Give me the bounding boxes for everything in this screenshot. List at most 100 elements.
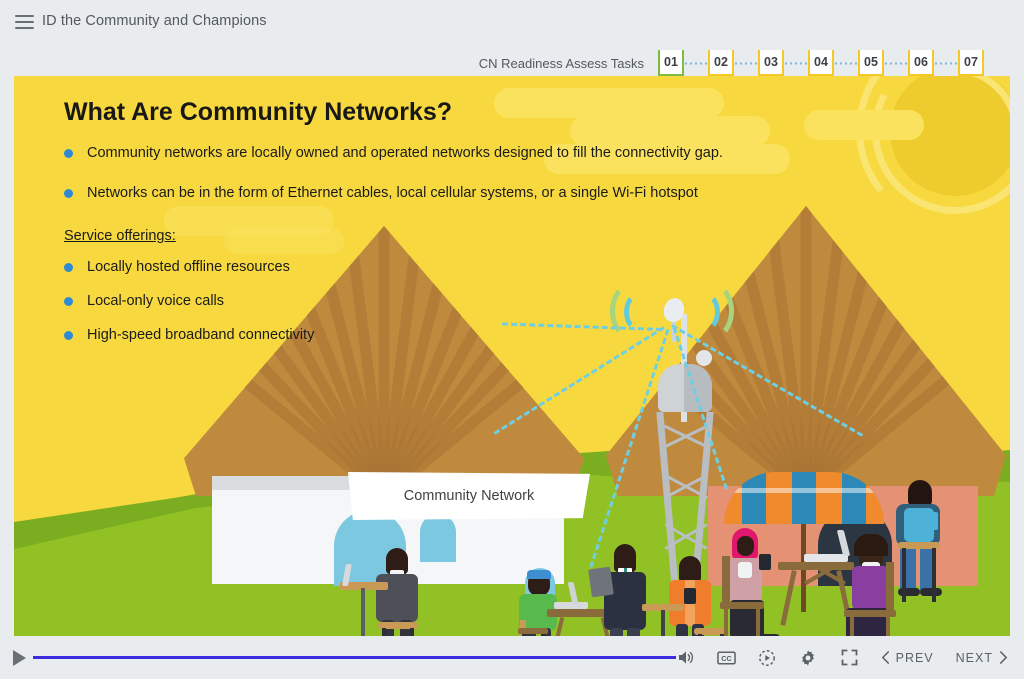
prev-button[interactable]: PREV (881, 651, 934, 665)
tab-05[interactable]: 05 (858, 50, 884, 76)
signal-wave (610, 282, 654, 340)
slide-canvas: Community Network What Are Community Net… (14, 76, 1010, 636)
hamburger-line (15, 21, 34, 23)
next-button[interactable]: NEXT (956, 651, 1008, 665)
table-stand (361, 588, 365, 636)
table-top (547, 609, 621, 617)
tablet-device (588, 566, 614, 598)
cloud-shape (570, 116, 770, 146)
tab-connector (834, 61, 858, 65)
prev-label: PREV (895, 650, 934, 665)
table-top (340, 582, 388, 590)
person-collar (390, 570, 404, 576)
person-hair (854, 534, 888, 556)
top-bar: ID the Community and Champions (0, 0, 1024, 46)
bullet-dot-icon (64, 297, 73, 307)
chair-back (886, 562, 894, 614)
table-stand (661, 610, 665, 636)
umbrella-stripe (792, 472, 816, 524)
page-title: ID the Community and Champions (42, 13, 267, 29)
signal-wave (690, 282, 734, 340)
person-head (386, 548, 408, 574)
tab-06[interactable]: 06 (908, 50, 934, 76)
tower-tank-shadow (684, 364, 712, 412)
fullscreen-icon[interactable] (840, 648, 859, 667)
antenna-icon (654, 295, 690, 342)
laptop-base (804, 554, 848, 562)
chair-leg (724, 609, 728, 636)
chair-seat (518, 628, 548, 634)
bullet-dot-icon (64, 149, 73, 158)
tab-connector (934, 61, 958, 65)
tab-04[interactable]: 04 (808, 50, 834, 76)
tower-beacon (696, 350, 712, 366)
phone-device (684, 588, 696, 604)
tab-07[interactable]: 07 (958, 50, 984, 76)
stool-leg (410, 628, 414, 636)
next-label: NEXT (955, 650, 993, 665)
play-button[interactable] (13, 649, 26, 666)
progress-bar[interactable] (33, 656, 676, 659)
progress-fill (33, 656, 676, 659)
community-network-callout: Community Network (348, 472, 590, 520)
callout-label: Community Network (403, 488, 535, 504)
roof-ray (800, 206, 812, 496)
antenna-pole (671, 316, 676, 342)
table-top (642, 604, 684, 611)
stool-seat (378, 622, 418, 629)
person-torso (852, 566, 890, 610)
tab-02[interactable]: 02 (708, 50, 734, 76)
signal-wave (624, 292, 654, 332)
chair-leg (542, 634, 546, 636)
chair-seat (844, 610, 896, 617)
person-head (614, 544, 636, 572)
chair-back (722, 556, 730, 604)
umbrella (724, 472, 884, 612)
bullet-item: Networks can be in the form of Ethernet … (64, 184, 794, 202)
closed-caption-icon[interactable]: CC (716, 648, 736, 667)
chair-leg (850, 617, 854, 636)
tab-03[interactable]: 03 (758, 50, 784, 76)
tab-01[interactable]: 01 (658, 50, 684, 76)
radio-tower (650, 314, 720, 588)
chevron-left-icon (881, 651, 889, 664)
slide-heading: What Are Community Networks? (64, 98, 453, 126)
hut-right (606, 206, 1006, 496)
hamburger-icon[interactable] (15, 15, 34, 29)
bullet-text: Networks can be in the form of Ethernet … (87, 185, 698, 202)
tab-connector (884, 61, 908, 65)
cloud-shape (494, 88, 724, 118)
tab-strip-label: CN Readiness Assess Tasks (478, 55, 644, 71)
chair-leg (886, 617, 890, 636)
umbrella-dome (724, 472, 884, 524)
chevron-right-icon (1000, 651, 1007, 664)
chair-leg (756, 609, 760, 636)
stool-leg (382, 628, 386, 636)
player-bar: CC PREV NEXT (0, 636, 1024, 679)
umbrella-stripe (842, 472, 866, 524)
person-shoe (920, 588, 942, 596)
person-head (679, 556, 701, 582)
bullet-dot-icon (64, 263, 73, 272)
hamburger-line (15, 27, 34, 29)
signal-wave (690, 292, 720, 332)
hut-left (184, 226, 584, 496)
roof-ray (378, 226, 390, 496)
umbrella-highlight (724, 488, 884, 493)
building-halo (420, 514, 456, 562)
person-shoe (756, 634, 780, 636)
person-leg (627, 628, 640, 636)
person-shoe (898, 588, 920, 596)
replay-icon[interactable] (758, 648, 777, 667)
tab-connector (684, 61, 708, 65)
person-cap (527, 570, 551, 579)
tower-leg (656, 412, 679, 588)
stool-leg (720, 634, 724, 636)
person-shoe (732, 634, 756, 636)
volume-icon[interactable] (676, 648, 695, 667)
phone-device (759, 554, 771, 570)
person-collar (738, 562, 752, 578)
tablet-device (912, 512, 938, 530)
gear-icon[interactable] (799, 648, 818, 667)
person-leg (676, 624, 688, 636)
